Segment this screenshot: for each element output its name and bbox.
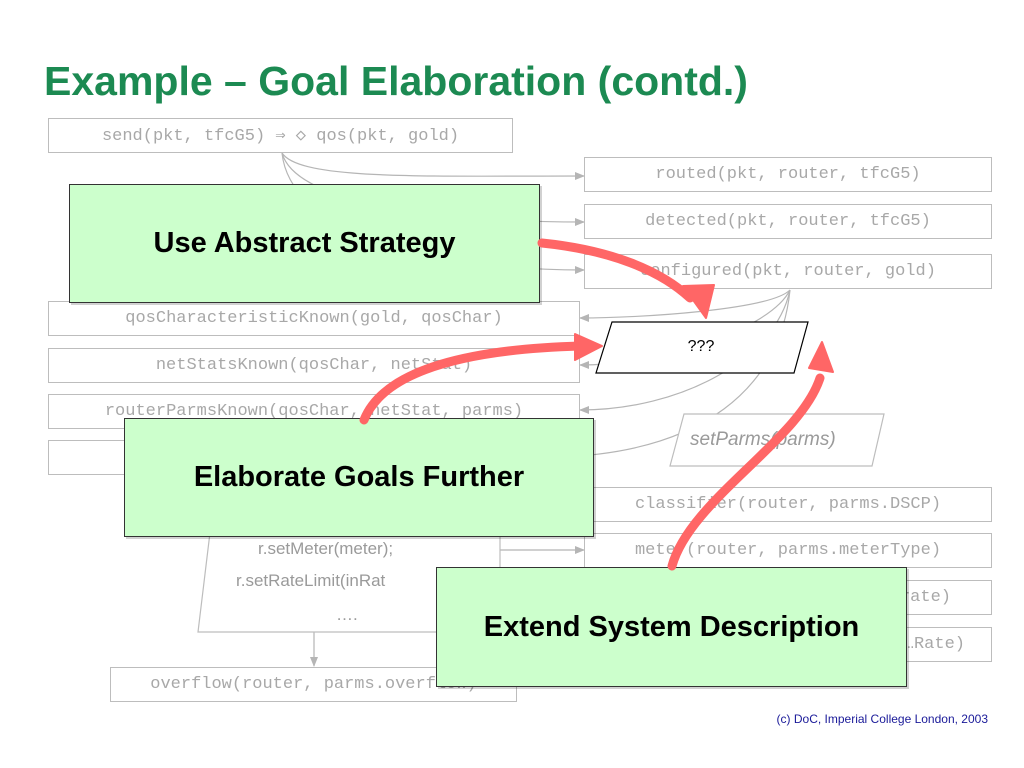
unknown-goal-label: ???: [687, 338, 715, 355]
connector-to-qoschar: [579, 289, 791, 322]
callout-use-abstract-strategy: Use Abstract Strategy: [69, 184, 540, 303]
arrow-abstract-to-unknown: [537, 238, 695, 303]
arrowhead-abstract: [682, 284, 715, 319]
unknown-goal-box: [595, 321, 809, 374]
operation-label: setParms(parms): [690, 429, 836, 450]
goal-configured: configured(pkt, router, gold): [584, 254, 992, 289]
arrowhead-extend: [808, 341, 834, 373]
arrow-elaborate-to-unknown: [359, 341, 585, 425]
arrow-extend-to-unknown: [667, 373, 825, 571]
goal-qos-characteristic-known: qosCharacteristicKnown(gold, qosChar): [48, 301, 580, 336]
impl-line-ellipsis: ….: [336, 605, 358, 624]
callout-elaborate-goals-further: Elaborate Goals Further: [124, 418, 594, 537]
slide-title: Example – Goal Elaboration (contd.): [44, 58, 748, 104]
goal-detected: detected(pkt, router, tfcG5): [584, 204, 992, 239]
goal-meter: meter(router, parms.meterType): [584, 533, 992, 568]
top-goal: send(pkt, tfcG5) ⇒ ◇ qos(pkt, gold): [48, 118, 513, 153]
connector-to-routerparms: [579, 289, 791, 414]
impl-line-set-meter: r.setMeter(meter);: [258, 539, 394, 558]
arrowhead-elaborate: [574, 333, 603, 361]
impl-line-set-rate-limit: r.setRateLimit(inRat: [236, 571, 386, 590]
connector-to-routed: [281, 152, 585, 181]
footer-credit: (c) DoC, Imperial College London, 2003: [776, 712, 988, 726]
goal-routed: routed(pkt, router, tfcG5): [584, 157, 992, 192]
